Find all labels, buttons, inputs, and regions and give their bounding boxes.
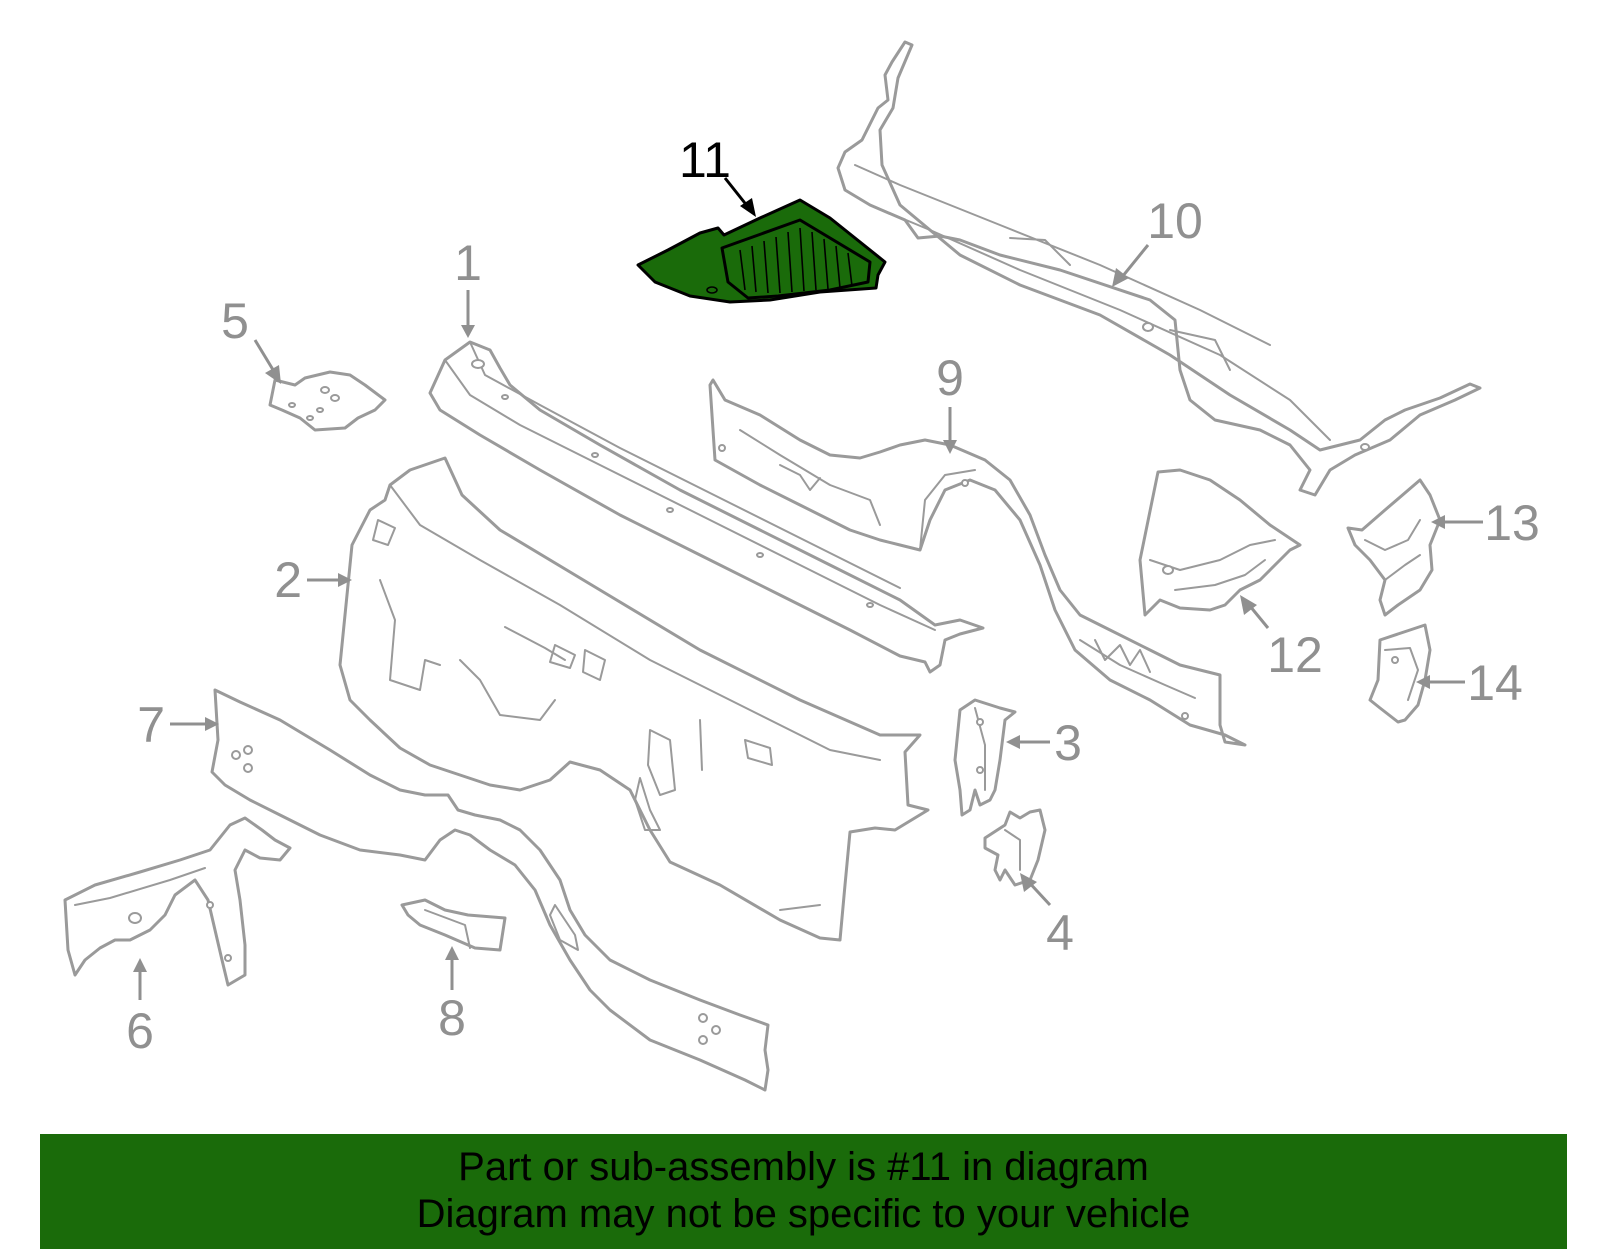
callout-labels: 1 2 3 4 5 6 7 8 9 10 11 12 13 14 [126, 132, 1540, 1059]
part-4-bracket[interactable] [983, 808, 1047, 887]
part-8-bracket[interactable] [400, 898, 507, 952]
part-9-side-member[interactable] [708, 378, 1247, 747]
part-5-bracket[interactable] [268, 370, 387, 432]
part-10-cowl-panel[interactable] [836, 40, 1482, 497]
part-13-bracket[interactable] [1346, 478, 1442, 617]
callout-6: 6 [126, 1003, 154, 1059]
part-6-bracket[interactable] [63, 816, 292, 987]
info-banner: Part or sub-assembly is #11 in diagram D… [40, 1134, 1567, 1249]
callout-10: 10 [1147, 193, 1203, 249]
callout-3: 3 [1054, 715, 1082, 771]
callout-14: 14 [1467, 655, 1523, 711]
callout-11: 11 [679, 132, 731, 188]
callout-12: 12 [1267, 627, 1323, 683]
banner-line-2: Diagram may not be specific to your vehi… [416, 1192, 1191, 1236]
part-12-bracket[interactable] [1138, 468, 1302, 617]
callout-8: 8 [438, 990, 466, 1046]
callout-5: 5 [221, 293, 249, 349]
part-7-lower-member[interactable] [210, 688, 770, 1092]
part-11-highlighted[interactable] [636, 198, 887, 304]
part-3-bracket[interactable] [953, 698, 1017, 817]
callout-4: 4 [1046, 905, 1074, 961]
part-2-dash-panel[interactable] [338, 456, 930, 942]
callout-2: 2 [274, 552, 302, 608]
callout-9: 9 [936, 350, 964, 406]
callout-leaders [133, 177, 1483, 1000]
callout-13: 13 [1484, 495, 1540, 551]
callout-1: 1 [454, 235, 482, 291]
part-14-bracket[interactable] [1368, 623, 1432, 724]
part-1-cowl-reinforcement[interactable] [428, 340, 985, 674]
callout-7: 7 [137, 697, 165, 753]
banner-line-1: Part or sub-assembly is #11 in diagram [458, 1145, 1149, 1189]
